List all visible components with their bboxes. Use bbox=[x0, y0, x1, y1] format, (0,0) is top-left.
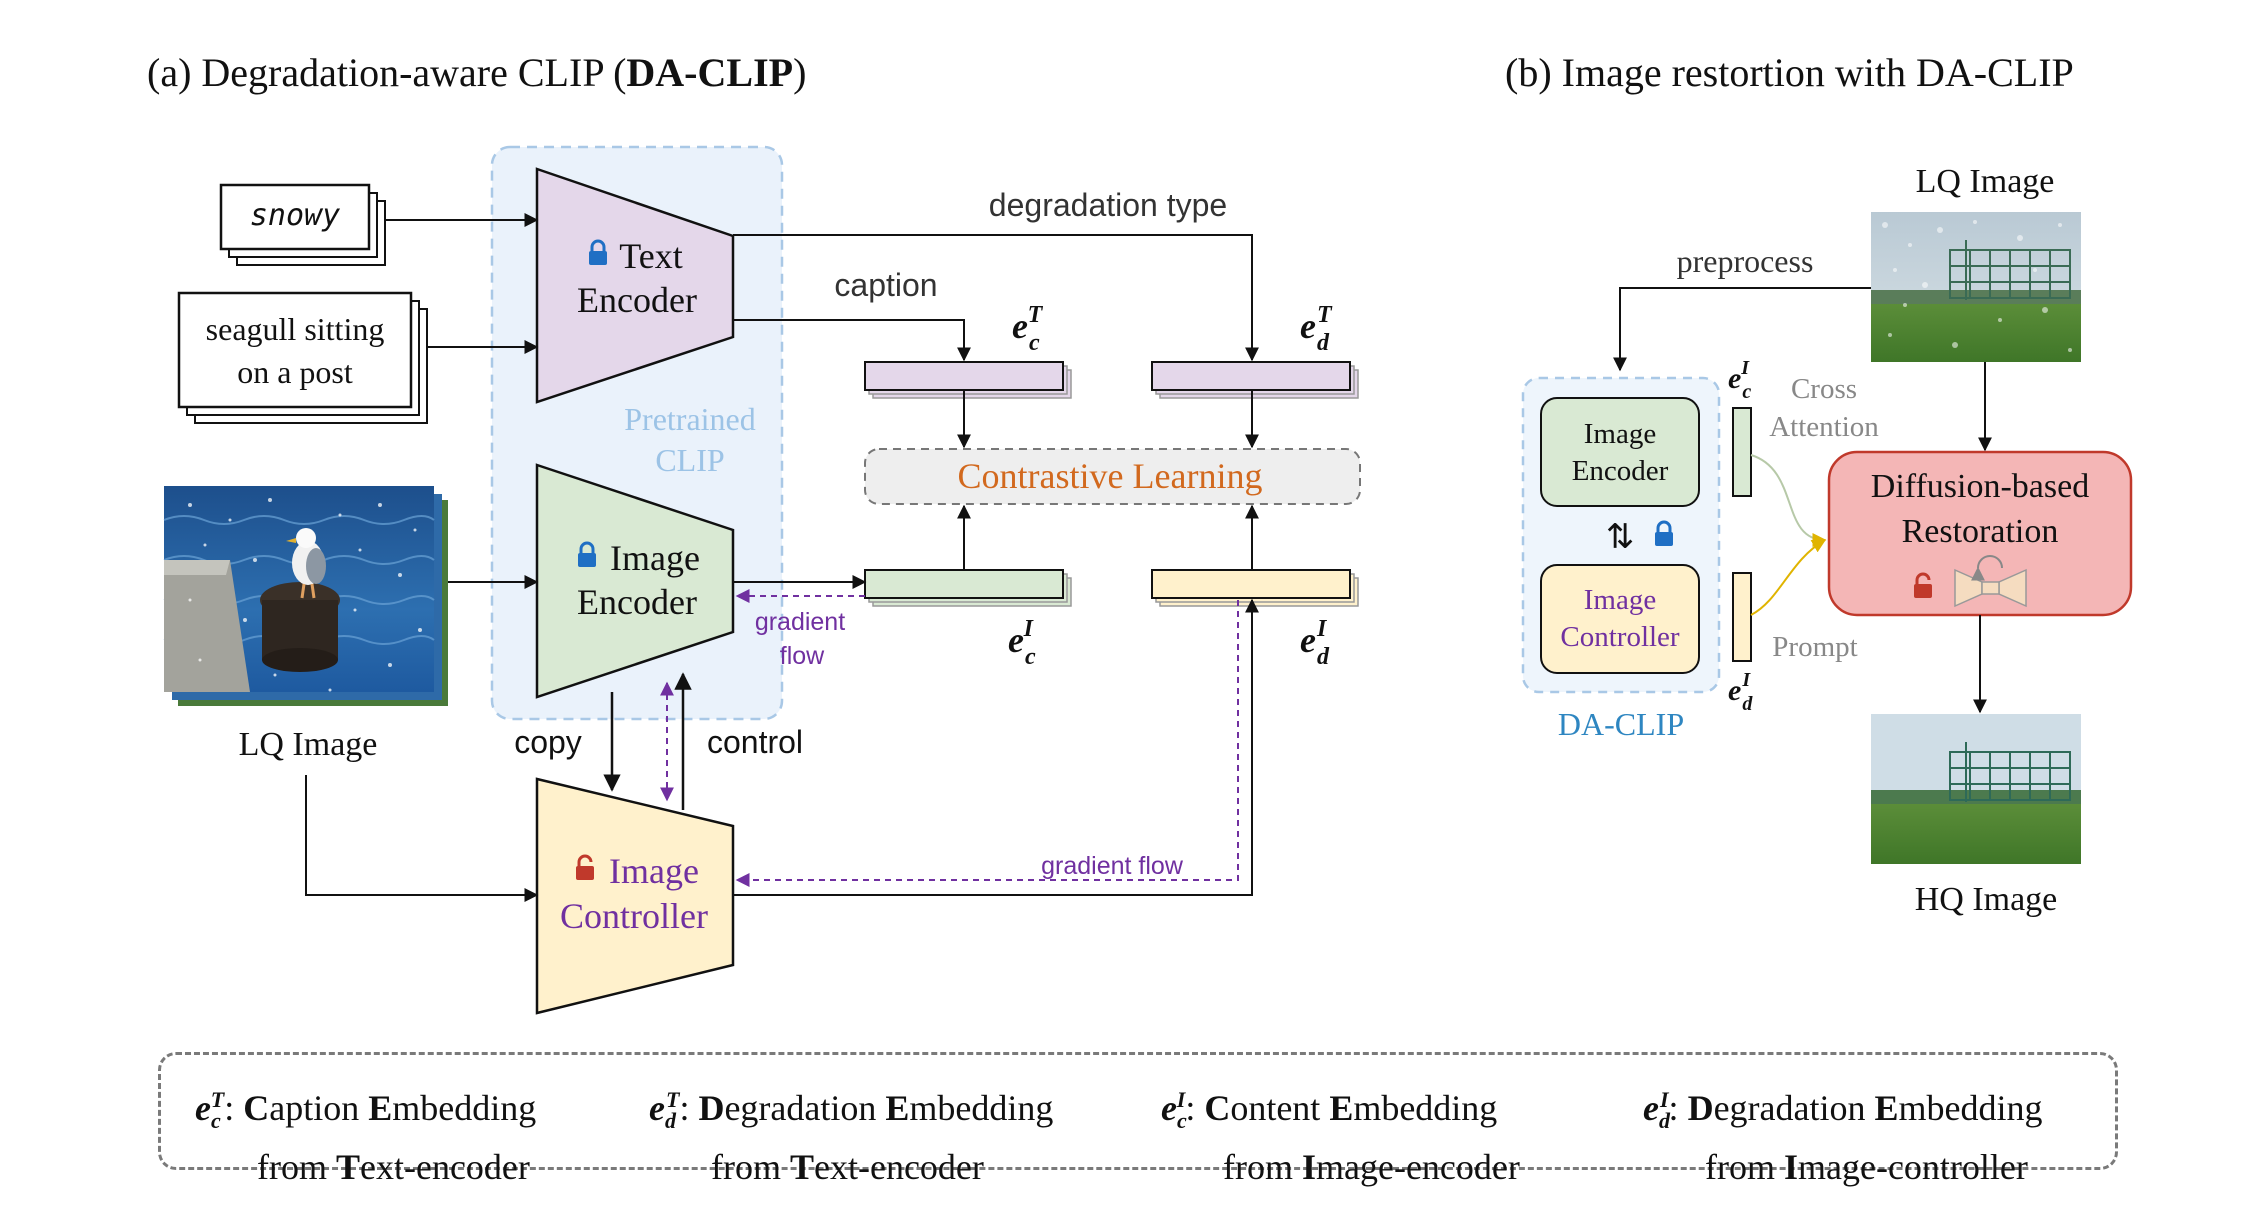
arrow-controller-to-ed bbox=[733, 598, 1259, 896]
daclip-image-controller bbox=[1540, 564, 1700, 674]
caption-text-card bbox=[177, 291, 413, 409]
image-controller-label-2: Controller bbox=[560, 896, 708, 936]
legend-symbol: edI bbox=[1643, 1087, 1670, 1134]
symbol-ec-T: ecT bbox=[1012, 302, 1044, 356]
degradation-type-label: degradation type bbox=[989, 187, 1227, 223]
lq-image-label-a: LQ Image bbox=[239, 726, 378, 763]
prompt-label: Prompt bbox=[1772, 631, 1857, 663]
daclip-image-encoder bbox=[1540, 397, 1700, 507]
legend-symbol: ecT bbox=[195, 1087, 225, 1134]
image-controller bbox=[535, 777, 735, 1015]
text-encoder-label-1: Text bbox=[619, 236, 682, 276]
degradation-text-card bbox=[219, 183, 371, 251]
daclip-image-controller-label-2: Controller bbox=[1560, 621, 1680, 653]
legend: ecT: Caption Embedding from Text-encoder… bbox=[158, 1052, 2118, 1187]
text-encoder bbox=[535, 167, 735, 404]
embedding-ed-I bbox=[1151, 569, 1359, 607]
contrastive-learning-box bbox=[864, 448, 1361, 505]
image-encoder-label-1: Image bbox=[610, 538, 700, 578]
gradient-flow-label-1b: flow bbox=[780, 642, 825, 670]
caption-text-line2: on a post bbox=[237, 354, 353, 390]
arrow-cross-attention bbox=[1750, 454, 1827, 547]
caption-label: caption bbox=[834, 267, 937, 303]
arrow-caption bbox=[733, 319, 971, 362]
symbol-ed-I: edI bbox=[1300, 616, 1330, 670]
gradient-flow-label-2: gradient flow bbox=[1041, 852, 1184, 880]
cross-attention-label-2: Attention bbox=[1769, 411, 1879, 443]
symbol-ec-small: ecI bbox=[1728, 357, 1751, 403]
embedding-ec-T bbox=[864, 361, 1072, 399]
caption-text-line1: seagull sitting bbox=[206, 311, 385, 347]
symbol-ed-T: edT bbox=[1300, 302, 1333, 356]
arrow-preprocess bbox=[1613, 287, 1871, 372]
lock-icon bbox=[589, 239, 607, 265]
arrow-prompt bbox=[1750, 539, 1827, 616]
legend-item-ec-T: ecT: Caption Embedding from Text-encoder bbox=[195, 1087, 537, 1188]
pretrained-clip-label-2: CLIP bbox=[655, 442, 724, 478]
hq-field-image bbox=[1871, 714, 2081, 864]
legend-item-ed-T: edT: Degradation Embedding from Text-enc… bbox=[649, 1087, 1054, 1188]
lock-icon bbox=[578, 541, 596, 567]
legend-item-ed-I: edI: Degradation Embedding from Image-co… bbox=[1643, 1087, 2043, 1188]
legend-symbol: ecI bbox=[1161, 1087, 1187, 1134]
degradation-text: snowy bbox=[250, 198, 340, 233]
legend-symbol: edT bbox=[649, 1087, 680, 1134]
symbol-ed-small: edI bbox=[1728, 669, 1753, 715]
control-label: control bbox=[707, 724, 803, 760]
embedding-ed-small bbox=[1732, 572, 1752, 662]
daclip-label: DA-CLIP bbox=[1558, 706, 1684, 742]
daclip-image-controller-label-1: Image bbox=[1584, 584, 1656, 616]
restoration-label-1: Diffusion-based bbox=[1871, 468, 2089, 505]
lq-image-label-b: LQ Image bbox=[1916, 163, 2055, 200]
pretrained-clip-label: Pretrained bbox=[624, 401, 756, 437]
daclip-image-encoder-label-2: Encoder bbox=[1572, 455, 1669, 487]
gradient-flow-controller bbox=[735, 600, 1239, 887]
panel-a-title: (a) Degradation-aware CLIP (DA-CLIP) bbox=[147, 50, 806, 95]
image-controller-label-1: Image bbox=[609, 851, 699, 891]
embedding-ec-small bbox=[1732, 407, 1752, 497]
daclip-image-encoder-label-1: Image bbox=[1584, 418, 1656, 450]
arrow-degradation-type bbox=[733, 234, 1259, 362]
unet-icon bbox=[1954, 555, 2027, 608]
image-encoder-label-2: Encoder bbox=[577, 582, 697, 622]
copy-label: copy bbox=[514, 724, 582, 760]
lock-icon bbox=[1655, 520, 1673, 546]
text-encoder-label-2: Encoder bbox=[577, 280, 697, 320]
swap-arrows-icon: ⇅ bbox=[1606, 518, 1635, 556]
unlock-icon bbox=[576, 854, 594, 880]
image-encoder bbox=[535, 463, 735, 699]
hq-image-label: HQ Image bbox=[1915, 881, 2058, 918]
embedding-ec-I bbox=[864, 569, 1072, 607]
unlock-icon bbox=[1914, 572, 1932, 598]
restoration-label-2: Restoration bbox=[1902, 513, 2059, 550]
preprocess-label: preprocess bbox=[1677, 243, 1814, 279]
symbol-ec-I: ecI bbox=[1008, 616, 1036, 670]
panel-b-title: (b) Image restortion with DA-CLIP bbox=[1505, 50, 2074, 95]
arrow-image-to-controller bbox=[305, 775, 539, 902]
cross-attention-label-1: Cross bbox=[1791, 373, 1857, 405]
contrastive-learning-label: Contrastive Learning bbox=[958, 456, 1263, 496]
embedding-ed-T bbox=[1151, 361, 1359, 399]
lq-seagull-image bbox=[163, 486, 448, 706]
lq-field-image bbox=[1871, 212, 2081, 362]
legend-item-ec-I: ecI: Content Embedding from Image-encode… bbox=[1161, 1087, 1520, 1188]
gradient-flow-label-1: gradient bbox=[755, 608, 845, 636]
